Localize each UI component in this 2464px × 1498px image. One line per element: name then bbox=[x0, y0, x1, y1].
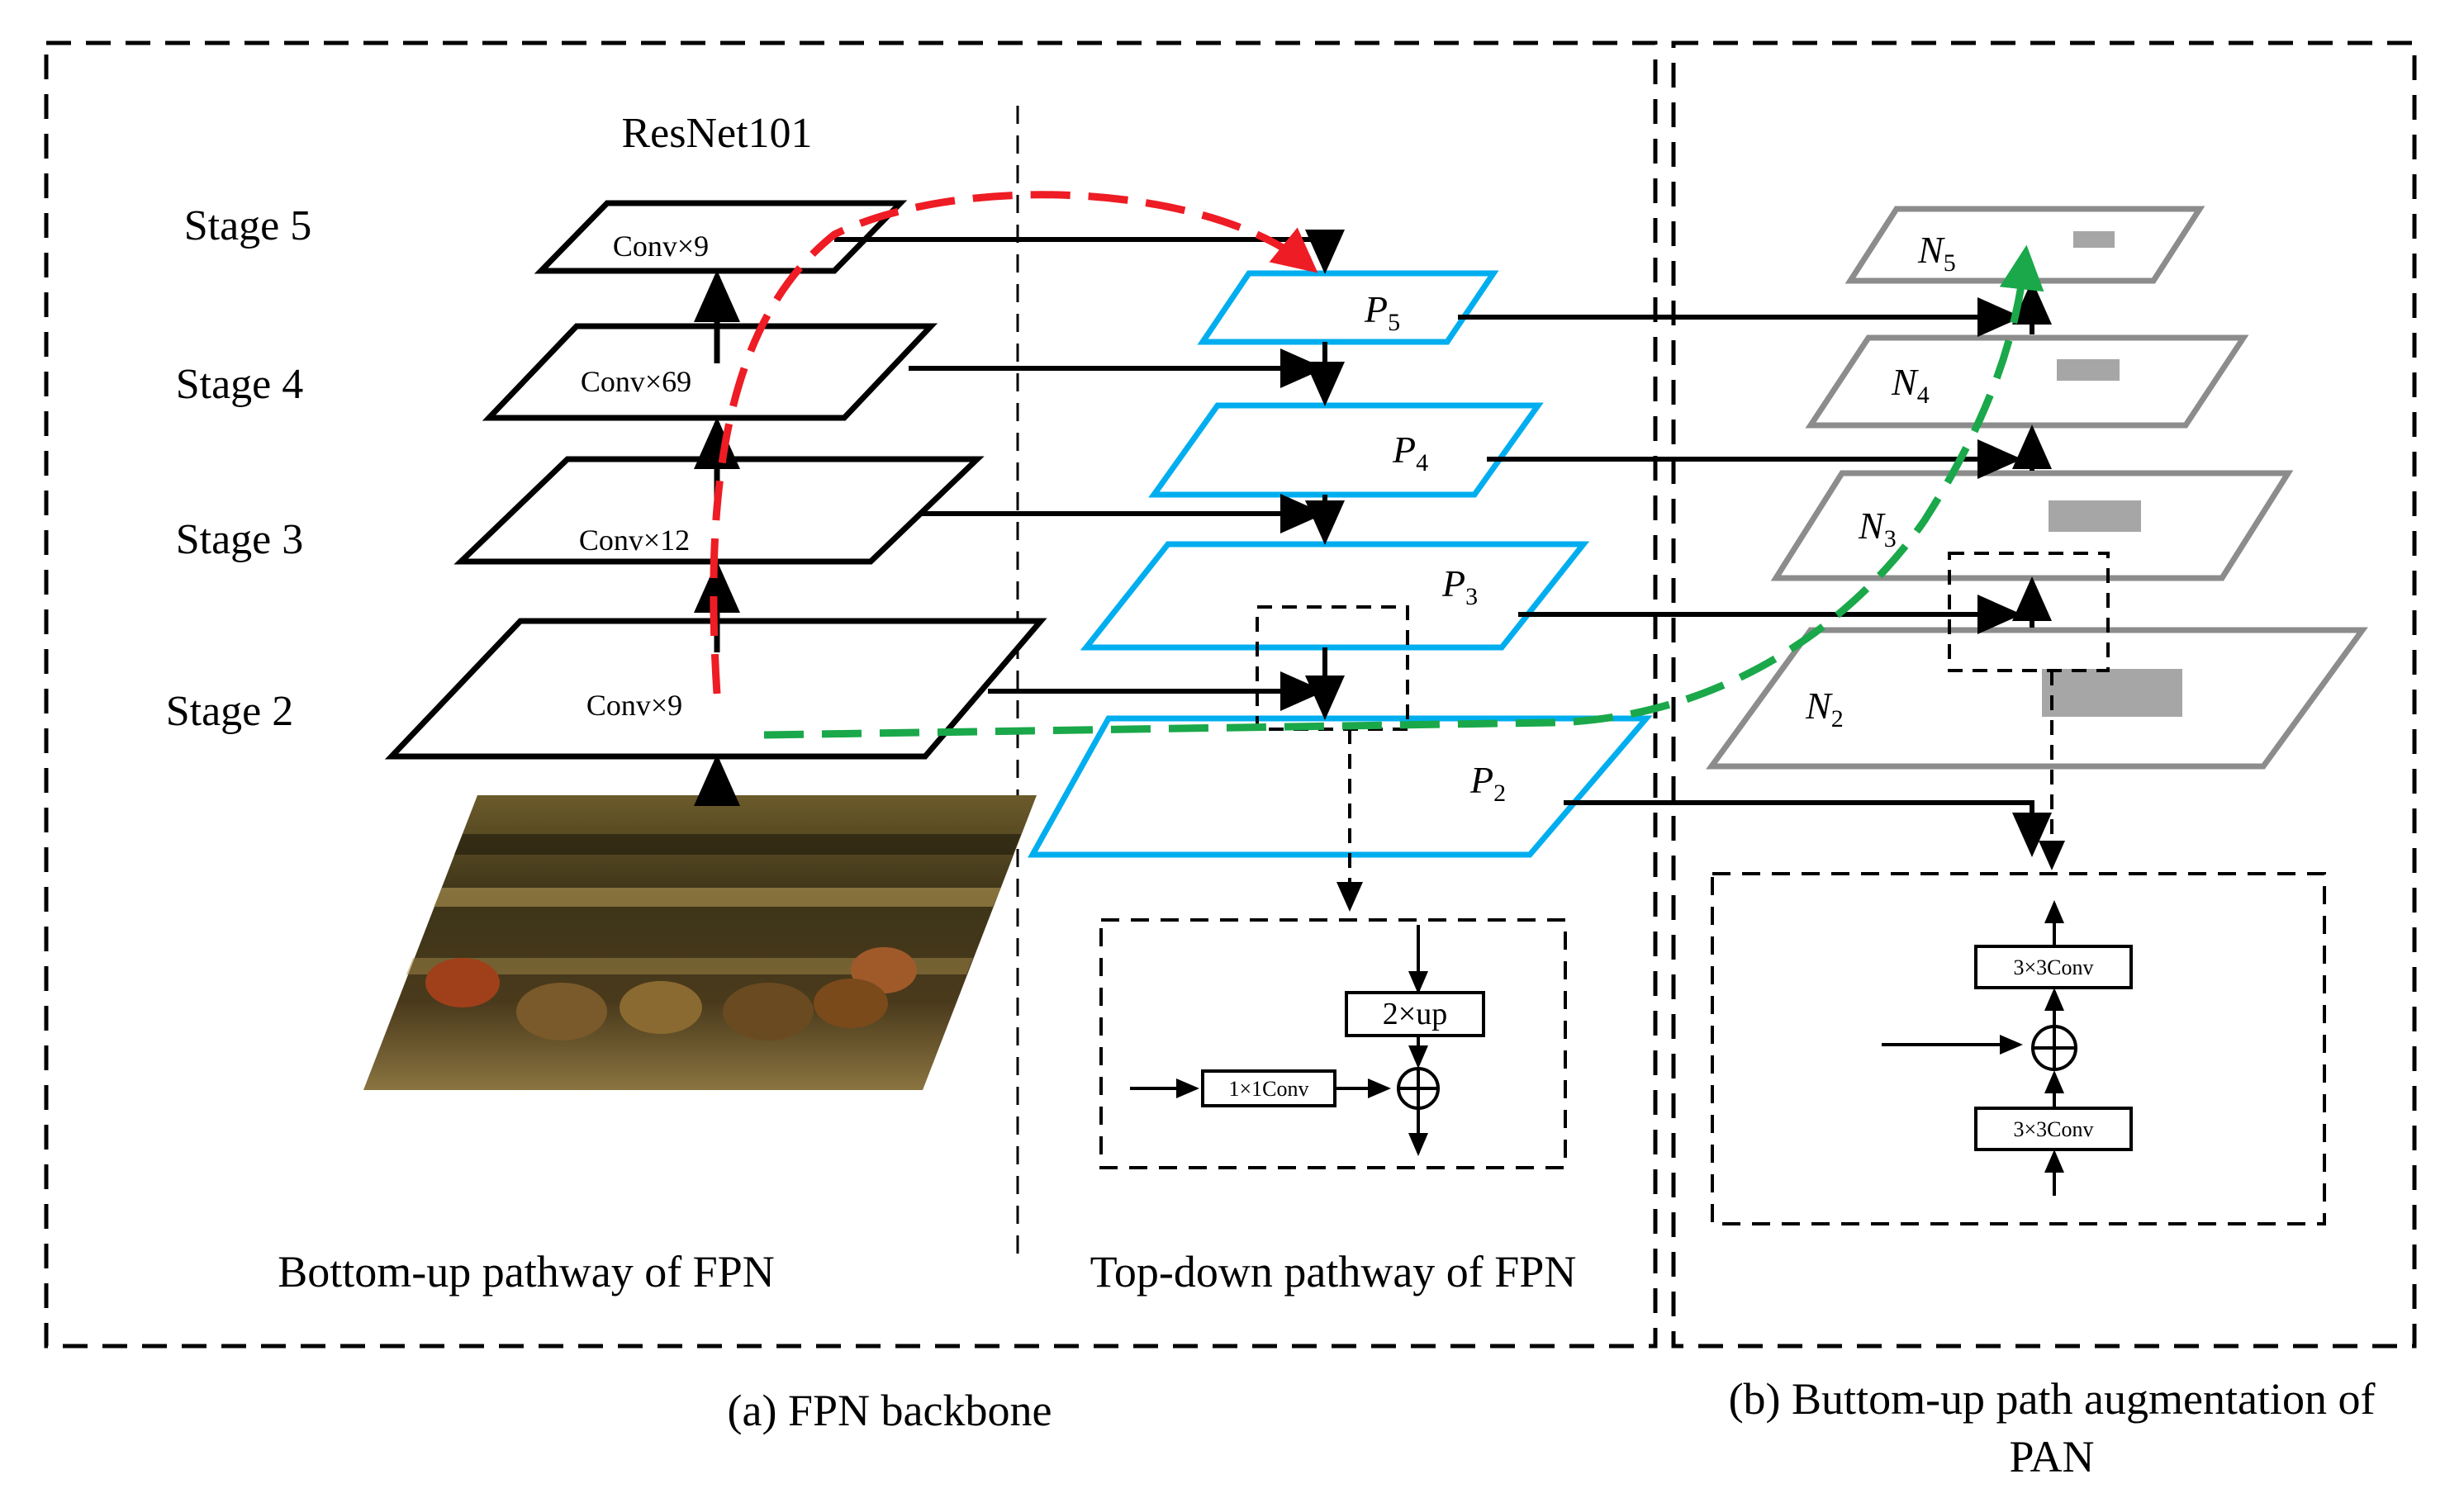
p3-label: P3 bbox=[1441, 562, 1478, 610]
fpn-merge-detail: 2×up 1×1Conv bbox=[1099, 918, 1567, 1169]
bottom-up-label: Bottom-up pathway of FPN bbox=[278, 1247, 775, 1297]
n2-plane: N2 bbox=[1706, 627, 2368, 770]
n4-label: N4 bbox=[1891, 361, 1930, 409]
p4-label: P4 bbox=[1392, 429, 1428, 476]
n4-plane: N4 bbox=[1805, 334, 2249, 429]
stage5-label: Stage 5 bbox=[184, 202, 312, 249]
panel-fpn-backbone bbox=[44, 40, 1658, 1349]
stage4-conv-label: Conv×69 bbox=[581, 365, 691, 398]
n2-label: N2 bbox=[1805, 685, 1844, 732]
caption-a: (a) FPN backbone bbox=[728, 1386, 1052, 1435]
p2-plane: P2 bbox=[1028, 715, 1653, 858]
panel-pan bbox=[1671, 40, 2417, 1349]
stage3-conv-label: Conv×12 bbox=[579, 524, 690, 557]
input-image bbox=[363, 795, 1037, 1090]
stage4-label: Stage 4 bbox=[176, 361, 304, 408]
stage5-plane: Conv×9 bbox=[534, 200, 908, 274]
stage2-conv-label: Conv×9 bbox=[586, 689, 682, 722]
p5-plane: P5 bbox=[1197, 270, 1499, 345]
stage2-label: Stage 2 bbox=[166, 688, 294, 735]
top-down-label: Top-down pathway of FPN bbox=[1090, 1247, 1577, 1297]
pan-conv-bottom-label: 3×3Conv bbox=[2013, 1117, 2093, 1141]
p5-label: P5 bbox=[1364, 288, 1400, 336]
p4-plane: P4 bbox=[1148, 402, 1544, 498]
pan-conv-top-label: 3×3Conv bbox=[2013, 955, 2093, 979]
stage3-label: Stage 3 bbox=[176, 516, 304, 563]
n5-plane: N5 bbox=[1844, 206, 2205, 284]
p2-label: P2 bbox=[1469, 759, 1506, 807]
pan-merge-highlight bbox=[1948, 552, 2110, 672]
stage4-plane: Conv×69 bbox=[482, 323, 938, 421]
lateral-arrows bbox=[834, 230, 1345, 711]
red-path bbox=[710, 191, 1318, 694]
up-box-label: 2×up bbox=[1383, 997, 1447, 1031]
fpn-merge-highlight bbox=[1256, 605, 1409, 731]
n5-label: N5 bbox=[1917, 229, 1956, 277]
conv1x1-label: 1×1Conv bbox=[1228, 1077, 1308, 1101]
stage5-conv-label: Conv×9 bbox=[613, 230, 709, 263]
caption-b-line2: PAN bbox=[2009, 1432, 2094, 1481]
fpn-to-pan-arrows bbox=[1458, 297, 2052, 857]
n3-plane: N3 bbox=[1770, 470, 2294, 581]
backbone-title: ResNet101 bbox=[621, 110, 812, 157]
green-path bbox=[763, 244, 2044, 739]
n3-label: N3 bbox=[1858, 505, 1897, 552]
caption-b-line1: (b) Buttom-up path augmentation of bbox=[1729, 1374, 2376, 1424]
pan-merge-detail: 3×3Conv 3×3Conv bbox=[1711, 872, 2326, 1225]
p3-plane: P3 bbox=[1080, 541, 1590, 651]
